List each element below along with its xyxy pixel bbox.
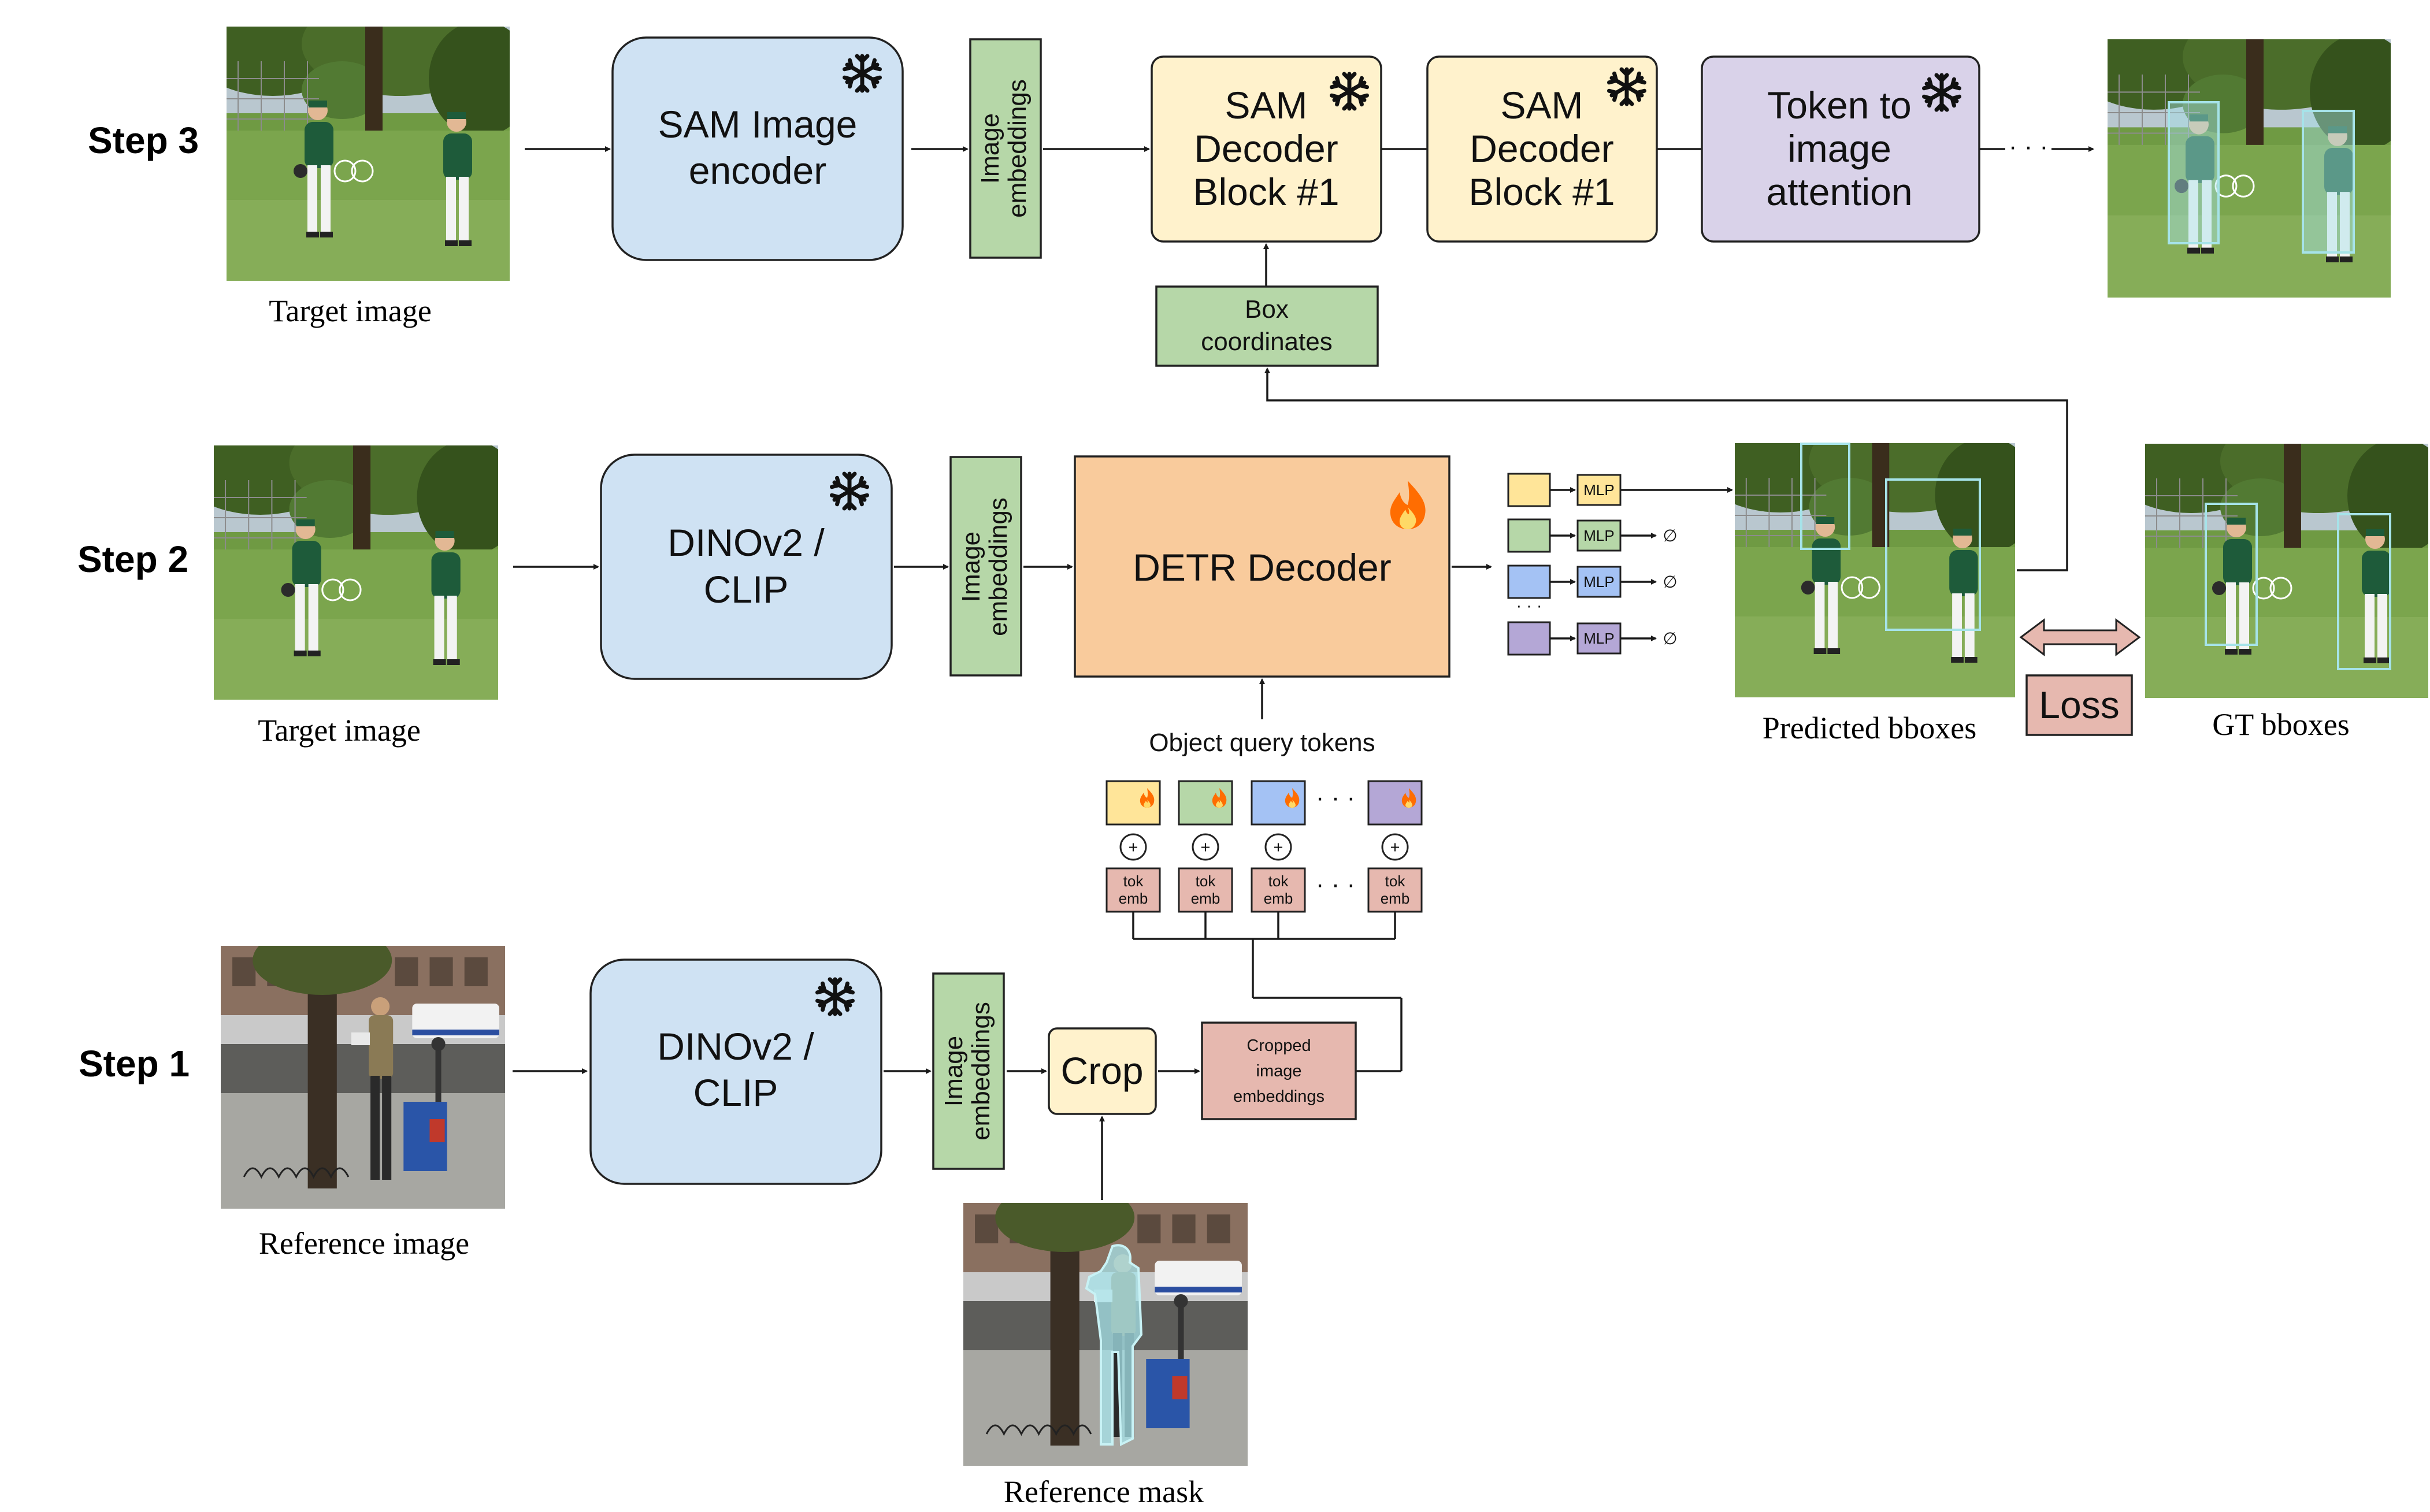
ellipsis: · · · xyxy=(1316,783,1355,812)
tok-emb-label-2: emb xyxy=(1381,890,1410,907)
step2-label: Step 2 xyxy=(77,538,188,580)
crop-block: Crop xyxy=(1048,1027,1157,1115)
plus-symbol: + xyxy=(1274,838,1283,857)
empty-set-symbol: ∅ xyxy=(1663,573,1677,592)
tok-attn-label-1: Token to xyxy=(1767,84,1912,127)
sam-decoder-block-1: SAM Decoder Block #1 xyxy=(1151,55,1382,243)
image-embeddings-step2: Image embeddings xyxy=(949,456,1022,677)
cropped-image-embeddings-block: Cropped image embeddings xyxy=(1201,1021,1357,1120)
target-image-step2 xyxy=(214,445,498,700)
embed-label-2: embeddings xyxy=(984,497,1012,636)
mlp-label: MLP xyxy=(1583,527,1614,544)
reference-image xyxy=(221,946,505,1209)
mlp-label: MLP xyxy=(1583,573,1614,590)
query-token-column-1: + tok emb xyxy=(1105,780,1161,913)
query-token-column-3: + tok emb xyxy=(1251,780,1306,913)
dino2-label-2: CLIP xyxy=(704,568,789,611)
dino2-label-1: DINOv2 / xyxy=(667,521,825,564)
feedback-arrow xyxy=(1264,367,2068,571)
sam-decoder2-label-3: Block #1 xyxy=(1468,170,1615,213)
dino1-label-2: CLIP xyxy=(693,1071,778,1114)
box-label-2: coordinates xyxy=(1201,328,1332,356)
tok-emb-label-2: emb xyxy=(1191,890,1220,907)
mlp-label: MLP xyxy=(1583,630,1614,647)
query-token-column-2: + tok emb xyxy=(1178,780,1233,913)
crop-label: Crop xyxy=(1060,1049,1143,1092)
sam-encoder-label-2: encoder xyxy=(689,149,827,192)
empty-set-symbol: ∅ xyxy=(1663,527,1677,545)
loss-block: Loss xyxy=(2025,674,2133,736)
target-image-step3 xyxy=(227,27,510,281)
token-to-image-attention-block: Token to image attention xyxy=(1701,55,1980,243)
sam-decoder2-label-2: Decoder xyxy=(1470,127,1613,170)
predicted-bboxes-image xyxy=(1735,443,2015,697)
tok-emb-label-1: tok xyxy=(1268,872,1289,890)
reference-mask-caption: Reference mask xyxy=(1004,1474,1204,1509)
sam-decoder1-label-1: SAM xyxy=(1225,84,1307,127)
plus-symbol: + xyxy=(1129,838,1138,857)
box-label-1: Box xyxy=(1245,295,1289,324)
sam-image-encoder-block: SAM Image encoder xyxy=(611,36,904,261)
embed-label-1: Image xyxy=(957,532,985,602)
dinov2-clip-block-step2: DINOv2 / CLIP xyxy=(600,454,893,680)
step1-label: Step 1 xyxy=(79,1043,190,1084)
tok-emb-label-1: tok xyxy=(1123,872,1144,890)
token-bracket-connector xyxy=(1132,912,1403,1072)
sam-encoder-label-1: SAM Image xyxy=(658,103,858,146)
detr-decoder-label: DETR Decoder xyxy=(1133,546,1391,589)
tok-emb-label-1: tok xyxy=(1196,872,1216,890)
step3-label: Step 3 xyxy=(88,120,199,161)
cropped-label-3: embeddings xyxy=(1233,1087,1325,1106)
tok-emb-label-1: tok xyxy=(1385,872,1406,890)
plus-symbol: + xyxy=(1390,838,1400,857)
tok-attn-label-3: attention xyxy=(1766,170,1912,213)
output-query-heads: MLP MLP ∅ MLP ∅ · · · MLP ∅ xyxy=(1507,473,1733,656)
reference-mask-image xyxy=(963,1203,1248,1466)
tok-attn-label-2: image xyxy=(1787,127,1891,170)
gt-bboxes-image xyxy=(2145,444,2428,698)
empty-set-symbol: ∅ xyxy=(1663,630,1677,648)
loss-label: Loss xyxy=(2039,683,2119,726)
vertical-ellipsis: · · · xyxy=(1516,597,1542,615)
embed-label-1: Image xyxy=(976,113,1004,184)
plus-symbol: + xyxy=(1201,838,1211,857)
target-image-caption-step3: Target image xyxy=(269,294,432,328)
embed-label-1: Image xyxy=(940,1036,968,1106)
image-embeddings-step3: Image embeddings xyxy=(969,38,1042,259)
tok-emb-label-2: emb xyxy=(1264,890,1293,907)
dino1-label-1: DINOv2 / xyxy=(657,1025,814,1068)
detr-decoder-block: DETR Decoder xyxy=(1074,455,1450,678)
loss-double-arrow xyxy=(2019,618,2141,656)
dinov2-clip-block-step1: DINOv2 / CLIP xyxy=(589,959,882,1185)
query-token-column-4: + tok emb xyxy=(1367,780,1423,913)
reference-image-caption: Reference image xyxy=(259,1226,469,1261)
sam-decoder1-label-3: Block #1 xyxy=(1193,170,1339,213)
embed-label-2: embeddings xyxy=(1003,79,1032,218)
box-coordinates-block: Box coordinates xyxy=(1155,285,1379,367)
gt-bboxes-caption: GT bboxes xyxy=(2212,707,2350,742)
object-query-tokens-label: Object query tokens xyxy=(1149,729,1375,757)
target-image-caption-step2: Target image xyxy=(258,713,421,748)
sam-decoder2-label-1: SAM xyxy=(1500,84,1583,127)
step3-output-image xyxy=(2108,39,2391,298)
ellipsis: · · · xyxy=(1316,870,1355,898)
cropped-label-1: Cropped xyxy=(1246,1037,1311,1055)
cropped-label-2: image xyxy=(1256,1062,1302,1080)
mlp-label: MLP xyxy=(1583,481,1614,499)
tok-emb-label-2: emb xyxy=(1119,890,1148,907)
sam-decoder1-label-2: Decoder xyxy=(1194,127,1338,170)
predicted-bboxes-caption: Predicted bboxes xyxy=(1763,711,1976,745)
image-embeddings-step1: Image embeddings xyxy=(932,972,1005,1170)
sam-decoder-block-2: SAM Decoder Block #1 xyxy=(1426,55,1658,243)
ellipsis: · · · xyxy=(2009,132,2048,161)
embed-label-2: embeddings xyxy=(967,1002,995,1140)
